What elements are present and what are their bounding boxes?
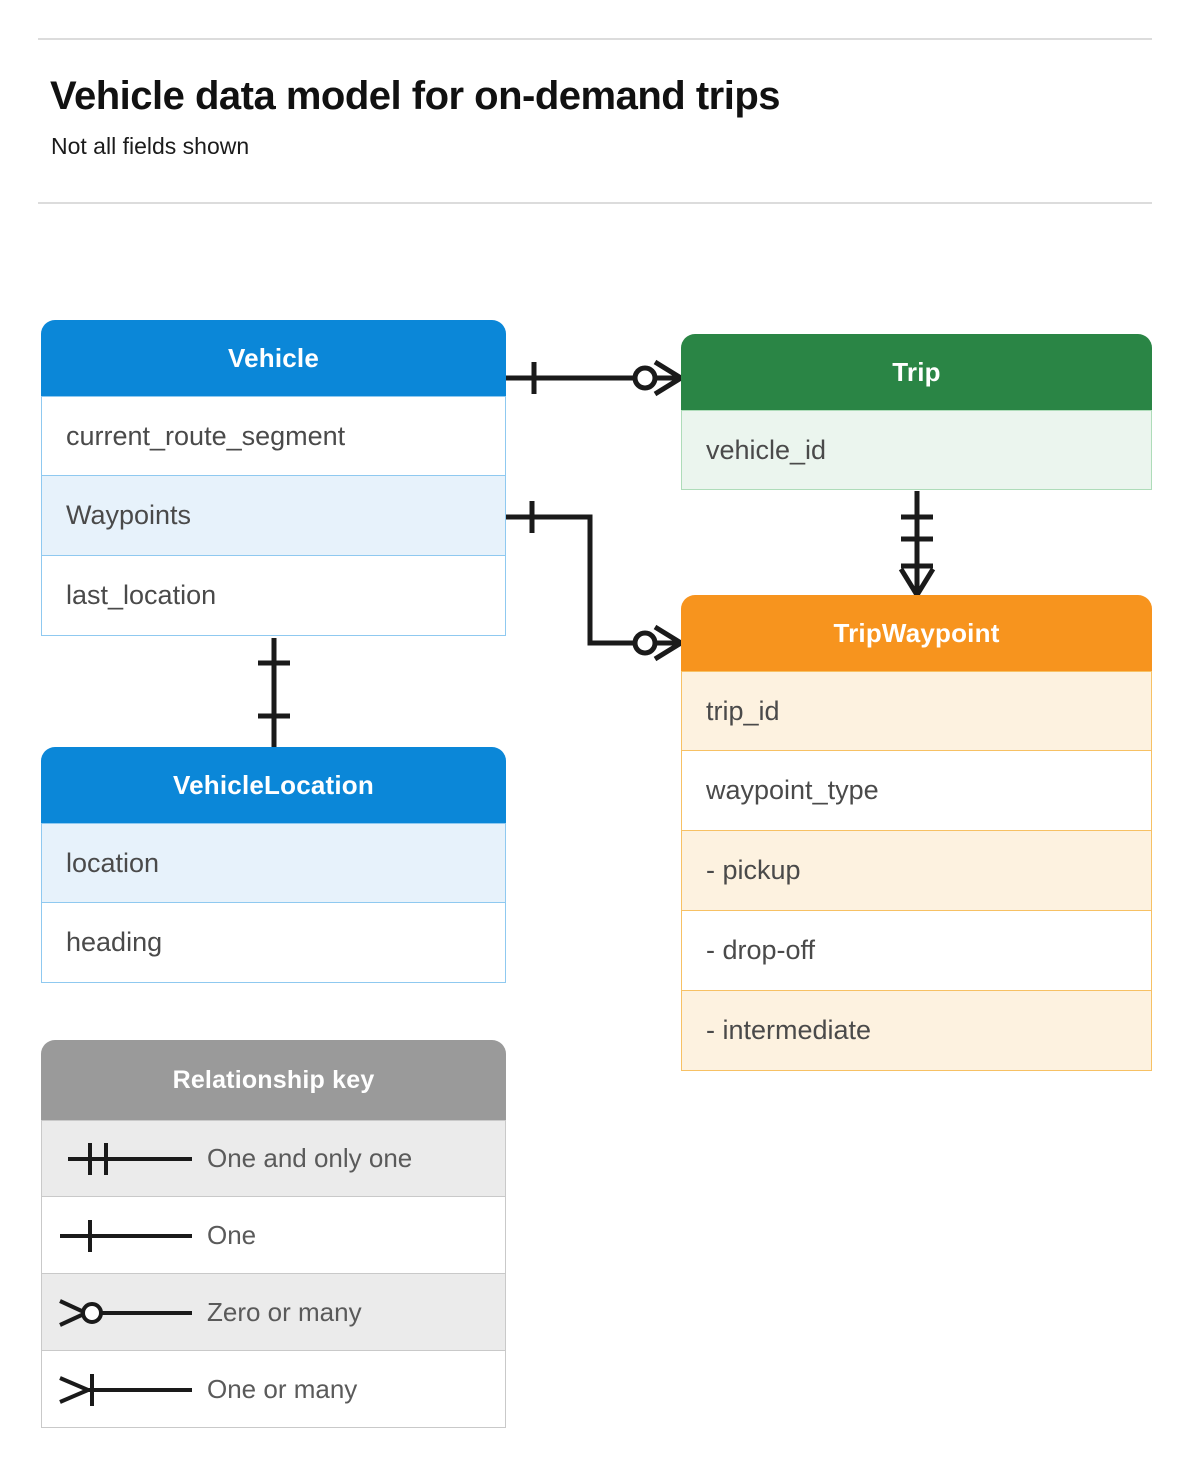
entity-vehicle-title: Vehicle xyxy=(41,320,506,396)
legend-item-label: One and only one xyxy=(207,1143,413,1173)
legend-item-label: One xyxy=(207,1219,257,1250)
top-divider xyxy=(38,38,1152,40)
legend-item-one: One xyxy=(41,1197,506,1274)
entity-vehicle-location-fields: location heading xyxy=(41,823,506,983)
connector-vehicle-vehiclelocation xyxy=(258,638,290,747)
field-row[interactable]: - drop-off xyxy=(681,911,1152,991)
field-row[interactable]: waypoint_type xyxy=(681,751,1152,831)
legend-item-label: One or many xyxy=(207,1373,358,1404)
entity-trip-waypoint-title: TripWaypoint xyxy=(681,595,1152,671)
entity-vehicle-location[interactable]: VehicleLocation location heading xyxy=(41,747,506,983)
page-title: Vehicle data model for on-demand trips xyxy=(50,74,781,118)
connector-waypoints-tripwaypoint xyxy=(506,501,683,662)
field-row[interactable]: last_location xyxy=(41,556,506,636)
field-row[interactable]: current_route_segment xyxy=(41,396,506,476)
entity-trip-waypoint-fields: trip_id waypoint_type - pickup - drop-of… xyxy=(681,671,1152,1071)
page-subtitle: Not all fields shown xyxy=(51,133,250,159)
entity-vehicle-fields: current_route_segment Waypoints last_loc… xyxy=(41,396,506,636)
field-row[interactable]: vehicle_id xyxy=(681,410,1152,490)
field-row[interactable]: Waypoints xyxy=(41,476,506,556)
legend-item-one-and-only-one: One and only one xyxy=(41,1120,506,1197)
one-and-only-one-symbol xyxy=(68,1143,192,1175)
one-symbol xyxy=(60,1219,192,1252)
field-row[interactable]: - intermediate xyxy=(681,991,1152,1071)
relationship-key-items: One and only one One Zero or many xyxy=(41,1120,506,1428)
entity-vehicle-location-title: VehicleLocation xyxy=(41,747,506,823)
relationship-key-legend: Relationship key One and only one One xyxy=(41,1040,506,1428)
one-or-many-symbol xyxy=(59,1373,192,1406)
entity-trip-fields: vehicle_id xyxy=(681,410,1152,490)
legend-item-zero-or-many: Zero or many xyxy=(41,1274,506,1351)
relationship-key-title: Relationship key xyxy=(41,1040,506,1120)
connector-trip-tripwaypoint xyxy=(898,491,936,597)
legend-item-one-or-many: One or many xyxy=(41,1351,506,1428)
field-row[interactable]: location xyxy=(41,823,506,903)
legend-item-label: Zero or many xyxy=(207,1296,362,1327)
field-row[interactable]: - pickup xyxy=(681,831,1152,911)
entity-trip-waypoint[interactable]: TripWaypoint trip_id waypoint_type - pic… xyxy=(681,595,1152,1071)
entity-trip[interactable]: Trip vehicle_id xyxy=(681,334,1152,490)
field-row[interactable]: trip_id xyxy=(681,671,1152,751)
field-row[interactable]: heading xyxy=(41,903,506,983)
bottom-divider xyxy=(38,202,1152,204)
entity-vehicle[interactable]: Vehicle current_route_segment Waypoints … xyxy=(41,320,506,636)
zero-or-many-symbol xyxy=(59,1298,192,1327)
connector-vehicle-trip xyxy=(506,359,683,397)
entity-trip-title: Trip xyxy=(681,334,1152,410)
